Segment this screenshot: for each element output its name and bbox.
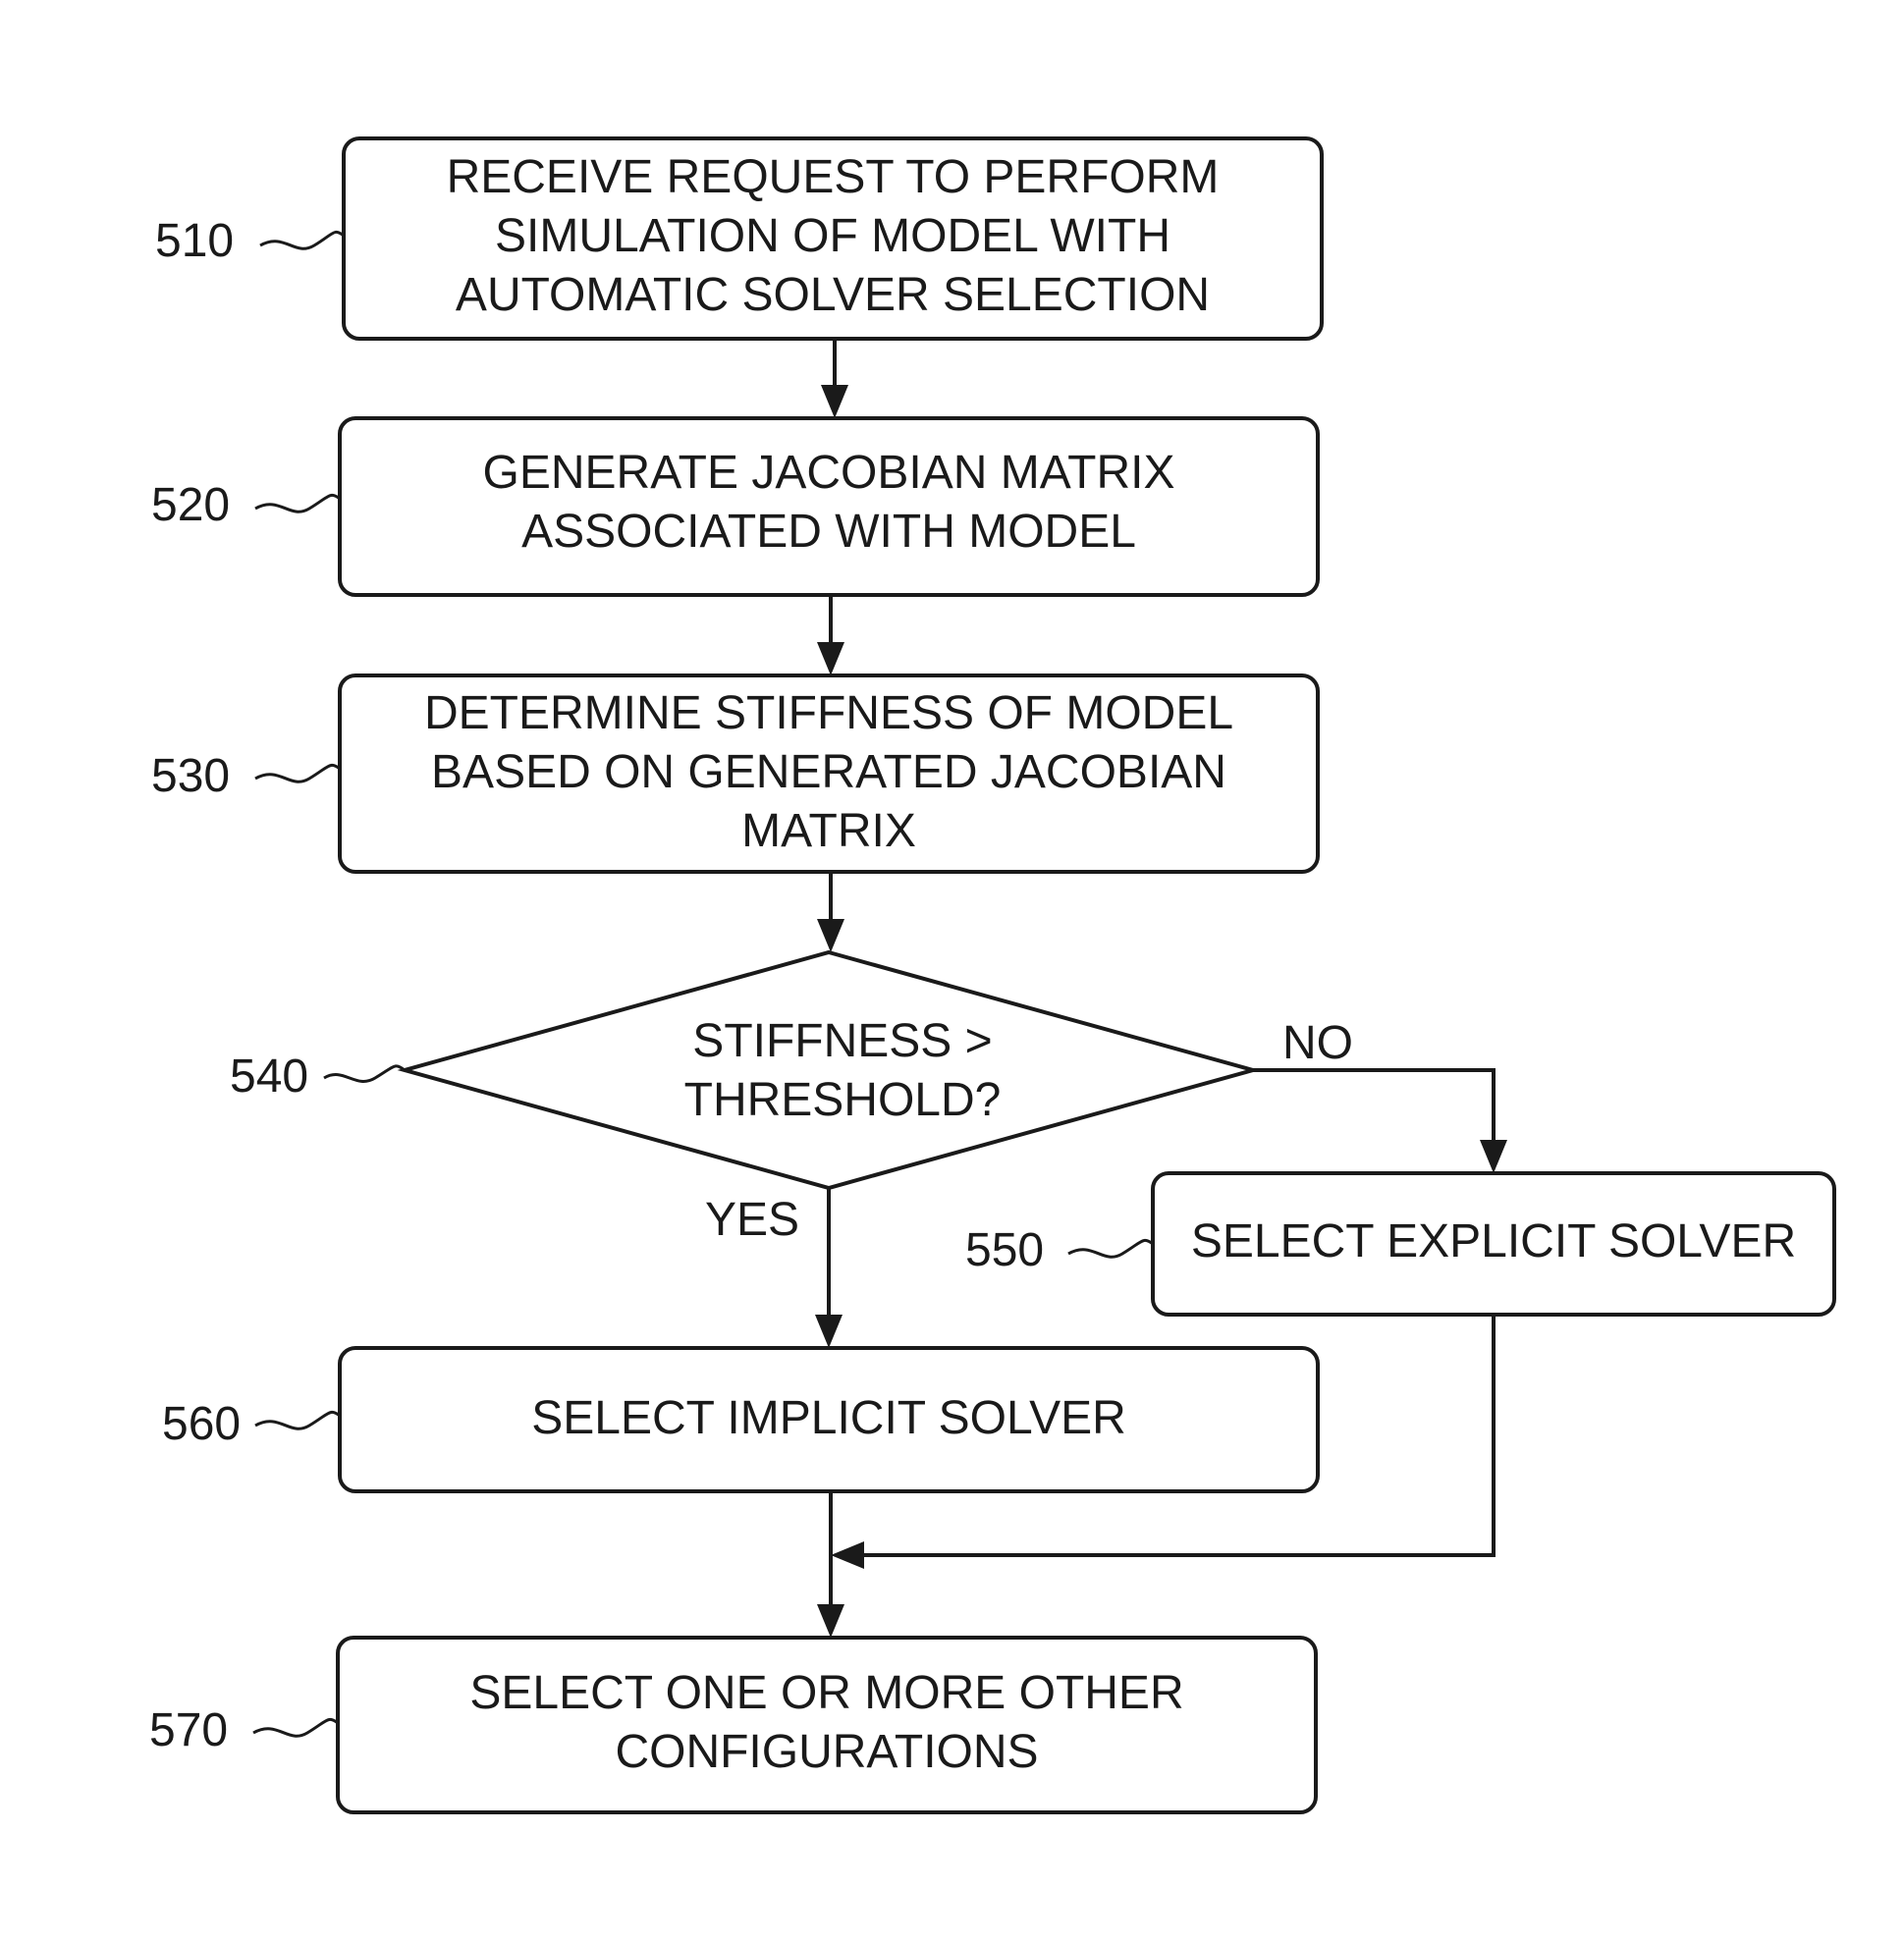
step-560-leader	[255, 1412, 340, 1428]
step-520-leader	[255, 495, 340, 512]
step-520: GENERATE JACOBIAN MATRIX ASSOCIATED WITH…	[151, 418, 1318, 595]
branch-label-no: NO	[1282, 1017, 1353, 1069]
step-570-line-2: CONFIGURATIONS	[615, 1726, 1038, 1778]
arrow-510-to-520-head	[821, 385, 848, 418]
step-540-leader	[324, 1066, 405, 1082]
step-540-ref: 540	[230, 1051, 308, 1103]
step-570-ref: 570	[149, 1704, 228, 1756]
step-530-line-3: MATRIX	[741, 805, 916, 857]
arrow-540-no-head	[1480, 1140, 1507, 1173]
step-520-line-1: GENERATE JACOBIAN MATRIX	[483, 447, 1175, 499]
step-510-line-1: RECEIVE REQUEST TO PERFORM	[447, 151, 1220, 203]
arrow-530-to-540-head	[817, 919, 844, 952]
step-540: STIFFNESS > THRESHOLD? 540	[230, 952, 1253, 1188]
arrow-540-no-line	[1253, 1070, 1494, 1140]
step-550: SELECT EXPLICIT SOLVER 550	[965, 1173, 1834, 1315]
step-530-line-1: DETERMINE STIFFNESS OF MODEL	[424, 687, 1233, 739]
step-510-ref: 510	[155, 215, 234, 267]
step-540-line-2: THRESHOLD?	[684, 1074, 1002, 1126]
step-560-ref: 560	[162, 1398, 241, 1450]
arrow-520-to-530-head	[817, 642, 844, 675]
step-570-leader	[253, 1719, 338, 1736]
step-520-ref: 520	[151, 479, 230, 531]
step-510-line-3: AUTOMATIC SOLVER SELECTION	[456, 269, 1210, 321]
step-530-ref: 530	[151, 750, 230, 802]
step-570-line-1: SELECT ONE OR MORE OTHER	[469, 1667, 1183, 1719]
arrow-550-merge-head	[831, 1541, 864, 1569]
step-550-leader	[1068, 1240, 1153, 1257]
branch-label-yes: YES	[705, 1194, 799, 1246]
step-560: SELECT IMPLICIT SOLVER 560	[162, 1348, 1318, 1491]
step-510: RECEIVE REQUEST TO PERFORM SIMULATION OF…	[155, 138, 1322, 339]
arrow-560-to-570-head	[817, 1604, 844, 1638]
step-530-line-2: BASED ON GENERATED JACOBIAN	[431, 746, 1226, 798]
step-530: DETERMINE STIFFNESS OF MODEL BASED ON GE…	[151, 675, 1318, 872]
step-540-diamond	[405, 952, 1253, 1188]
step-570: SELECT ONE OR MORE OTHER CONFIGURATIONS …	[149, 1638, 1316, 1812]
step-550-line-1: SELECT EXPLICIT SOLVER	[1191, 1215, 1796, 1267]
step-510-leader	[260, 232, 344, 248]
step-510-line-2: SIMULATION OF MODEL WITH	[495, 210, 1170, 262]
arrow-540-yes-head	[815, 1315, 843, 1348]
step-570-box	[338, 1638, 1316, 1812]
step-530-leader	[255, 765, 340, 781]
step-550-ref: 550	[965, 1224, 1044, 1276]
step-520-line-2: ASSOCIATED WITH MODEL	[521, 506, 1136, 558]
step-540-line-1: STIFFNESS >	[692, 1015, 992, 1067]
step-560-line-1: SELECT IMPLICIT SOLVER	[531, 1392, 1126, 1444]
